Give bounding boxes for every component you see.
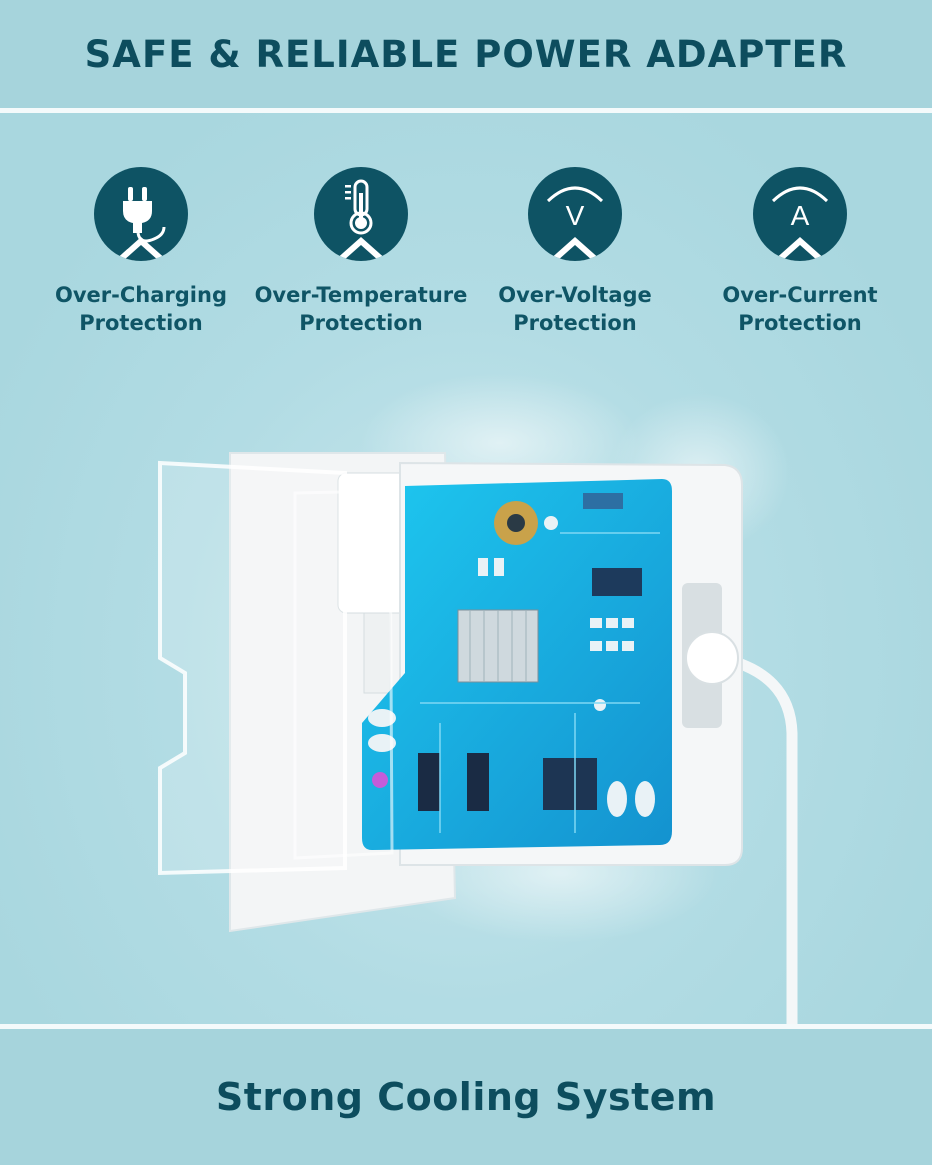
capacitor bbox=[635, 781, 655, 817]
feature-over-current: A Over-Current Protection bbox=[685, 167, 915, 337]
ic-chip bbox=[592, 568, 642, 596]
feature-over-charging-line1: Over-Charging bbox=[55, 283, 227, 307]
transparent-shell bbox=[158, 460, 347, 876]
feature-over-charging: Over-Charging Protection bbox=[26, 167, 256, 337]
adapter-illustration bbox=[158, 373, 798, 1024]
feature-over-voltage: V Over-Voltage Protection bbox=[460, 167, 690, 337]
feature-over-temperature: Over-Temperature Protection bbox=[246, 167, 476, 337]
ic-chip bbox=[418, 753, 440, 811]
features-row: Over-Charging Protection bbox=[0, 167, 932, 347]
current-letter: A bbox=[791, 200, 810, 231]
main-panel: Over-Charging Protection bbox=[0, 113, 932, 1024]
ic-chip bbox=[467, 753, 489, 811]
plug-icon bbox=[94, 167, 188, 261]
capacitor bbox=[368, 709, 396, 727]
header-banner: SAFE & RELIABLE POWER ADAPTER bbox=[0, 0, 932, 108]
capacitor bbox=[368, 734, 396, 752]
capacitor bbox=[607, 781, 627, 817]
cable-port bbox=[685, 631, 739, 685]
plug-prong-neck bbox=[363, 612, 391, 694]
header-divider bbox=[0, 108, 932, 113]
current-gauge-icon: A bbox=[753, 167, 847, 261]
voltage-letter: V bbox=[566, 200, 585, 231]
feature-over-voltage-line2: Protection bbox=[513, 311, 637, 335]
feature-over-charging-line2: Protection bbox=[79, 311, 203, 335]
feature-over-temperature-line1: Over-Temperature bbox=[254, 283, 468, 307]
page-title: SAFE & RELIABLE POWER ADAPTER bbox=[84, 32, 848, 76]
feature-over-voltage-line1: Over-Voltage bbox=[498, 283, 652, 307]
footer-banner: Strong Cooling System bbox=[0, 1029, 932, 1165]
footer-title: Strong Cooling System bbox=[215, 1075, 717, 1119]
board-components bbox=[368, 493, 660, 833]
feature-over-temperature-line2: Protection bbox=[299, 311, 423, 335]
voltage-gauge-icon: V bbox=[528, 167, 622, 261]
feature-over-current-line1: Over-Current bbox=[722, 283, 878, 307]
ic-chip bbox=[543, 758, 597, 810]
transparent-shell-inner bbox=[293, 489, 394, 860]
footer-divider bbox=[0, 1024, 932, 1029]
thermometer-icon bbox=[314, 167, 408, 261]
feature-over-current-line2: Protection bbox=[738, 311, 862, 335]
